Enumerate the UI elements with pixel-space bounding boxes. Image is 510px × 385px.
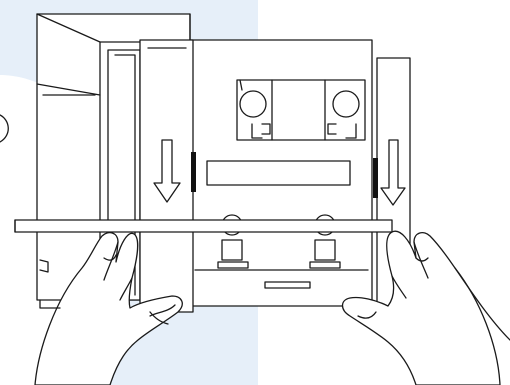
right-latch xyxy=(373,158,378,198)
left-edge-fragment xyxy=(0,115,8,142)
horizontal-rod xyxy=(15,220,392,232)
left-latch xyxy=(191,152,196,192)
central-unit xyxy=(190,40,372,306)
